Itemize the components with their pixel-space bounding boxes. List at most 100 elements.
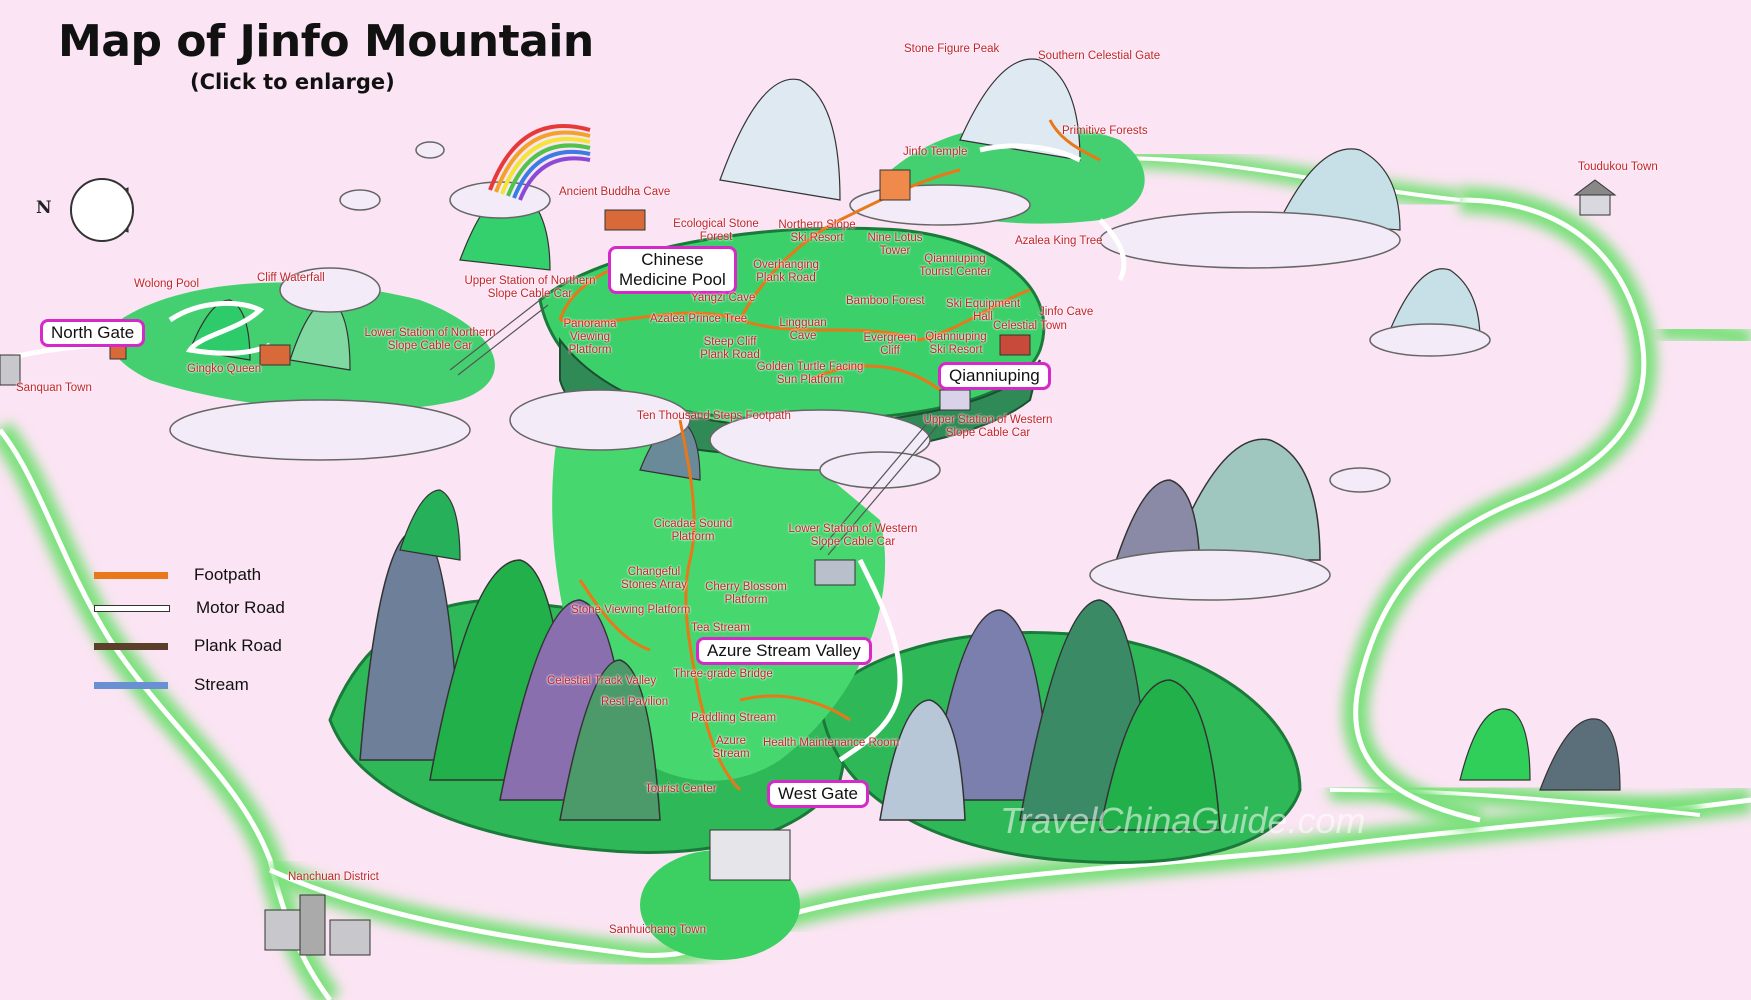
place-label: Cherry Blossom Platform [705, 581, 787, 607]
place-label-line: Slope Cable Car [487, 288, 573, 300]
place-label-line: Upper Station of Northern [464, 275, 596, 287]
place-label: Cicadae Sound Platform [654, 518, 733, 544]
place-label: Toudukou Town [1578, 161, 1658, 173]
highlight-west-gate[interactable]: West Gate [767, 780, 869, 808]
legend-swatch-footpath [94, 571, 168, 579]
place-label: Azure Stream [712, 735, 749, 761]
place-label: Yangzi Cave [691, 292, 756, 304]
legend-label: Plank Road [194, 636, 282, 655]
place-label-line: Stream [712, 748, 750, 760]
place-label: Evergreen Cliff [863, 332, 916, 358]
legend-label: Stream [194, 675, 249, 694]
place-label: Lower Station of Northern Slope Cable Ca… [364, 327, 495, 353]
compass-rose [70, 178, 134, 242]
place-label: Southern Celestial Gate [1038, 50, 1161, 62]
place-label: Bamboo Forest [846, 295, 925, 307]
place-label-line: Ski Equipment [945, 298, 1021, 310]
place-label-line: Plank Road [700, 349, 760, 361]
place-label: Jinfo Temple [903, 146, 968, 158]
map-title: Map of Jinfo Mountain [58, 16, 594, 67]
place-label: Upper Station of Northern Slope Cable Ca… [464, 275, 595, 301]
place-label-line: Cherry Blossom [705, 581, 787, 593]
place-label: Lower Station of Western Slope Cable Car [789, 523, 918, 549]
place-label: Northern Slope Ski Resort [778, 219, 855, 245]
place-label: Changeful Stones Array [621, 566, 687, 592]
legend-swatch-plank-road [94, 642, 168, 650]
place-label: Sanhuichang Town [609, 924, 706, 936]
place-label: Overhanging Plank Road [753, 259, 819, 285]
rainbow-decoration [488, 124, 591, 201]
place-label: Sanquan Town [16, 382, 92, 394]
place-label-line: Slope Cable Car [945, 427, 1031, 439]
place-label: Golden Turtle Facing Sun Platform [757, 361, 864, 387]
place-label: Ecological Stone Forest [673, 218, 759, 244]
place-label: Gingko Queen [187, 363, 262, 375]
map-subtitle-link[interactable]: (Click to enlarge) [190, 70, 395, 94]
legend-row-stream: Stream [94, 673, 249, 697]
place-label-line: Qianniuping [925, 331, 987, 343]
highlight-chinese-medicine-pool[interactable]: Chinese Medicine Pool [608, 246, 737, 294]
watermark: TravelChinaGuide.com [1000, 800, 1366, 841]
legend-label: Footpath [194, 565, 262, 584]
place-label: Ancient Buddha Cave [559, 186, 671, 198]
place-label: Rest Pavilion [601, 696, 669, 708]
place-label-line: Tower [879, 245, 911, 257]
place-label-line: Ski Resort [929, 344, 983, 356]
place-label: Ski Equipment Hall [946, 298, 1020, 324]
place-label: Primitive Forests [1062, 125, 1148, 137]
highlight-qianniuping[interactable]: Qianniuping [938, 362, 1051, 390]
place-label: Upper Station of Western Slope Cable Car [924, 414, 1053, 440]
place-label-line: Slope Cable Car [387, 340, 473, 352]
legend-row-footpath: Footpath [94, 563, 261, 587]
place-label: Celestial Town [993, 320, 1067, 332]
place-label: Paddling Stream [691, 712, 777, 724]
place-label-line: Stones Array [621, 579, 687, 591]
place-label: Tourist Center [645, 783, 717, 795]
legend-row-plank-road: Plank Road [94, 634, 282, 658]
place-label-line: Platform [724, 594, 768, 606]
place-label: Qianniuping Tourist Center [919, 253, 991, 279]
place-label-line: Nine Lotus [867, 232, 923, 244]
place-label-line: Cave [789, 330, 817, 342]
place-label: Jinfo Cave [1039, 306, 1094, 318]
place-label-line: Sun Platform [776, 374, 844, 386]
cable-car-lines [449, 299, 939, 556]
place-label: Wolong Pool [134, 278, 199, 290]
place-label-line: Northern Slope [778, 219, 856, 231]
place-label: Celestial Track Valley [547, 675, 657, 687]
place-label-line: Lower Station of Western [788, 523, 918, 535]
place-label: Azalea Prince Tree [650, 313, 748, 325]
mountains [189, 58, 1621, 831]
highlight-north-gate[interactable]: North Gate [40, 319, 146, 347]
place-label: Tea Stream [691, 622, 750, 634]
legend-row-motor-road: Motor Road [94, 596, 285, 620]
place-label-line: Ecological Stone [673, 218, 759, 230]
place-label-line: Qianniuping [924, 253, 986, 265]
buildings [0, 169, 1617, 956]
place-label: Stone Figure Peak [904, 43, 1000, 55]
place-label: Stone Viewing Platform [571, 604, 691, 616]
place-label-line: Ski Resort [790, 232, 844, 244]
place-label-line: Steep Cliff [703, 336, 757, 348]
place-label-line: Lingguan [779, 317, 827, 329]
place-label-line: Cliff [880, 345, 900, 357]
place-label: Panorama Viewing Platform [563, 318, 616, 357]
place-label-line: Platform [671, 531, 715, 543]
compass-north-label: N [36, 198, 52, 218]
legend-swatch-motor-road [94, 604, 170, 612]
legend-label: Motor Road [196, 598, 285, 617]
place-label-line: Azure [715, 735, 747, 747]
place-label: Cliff Waterfall [257, 272, 325, 284]
place-label: Nanchuan District [288, 871, 379, 883]
place-label-line: Platform [568, 344, 612, 356]
place-label: Azalea King Tree [1015, 235, 1103, 247]
place-label-line: Overhanging [753, 259, 819, 271]
place-label: Nine Lotus Tower [868, 232, 923, 258]
highlight-azure-stream-valley[interactable]: Azure Stream Valley [696, 637, 872, 665]
place-label-line: Plank Road [756, 272, 816, 284]
place-label-line: Evergreen [863, 332, 917, 344]
clouds [169, 141, 1491, 601]
place-label-line: Panorama [563, 318, 617, 330]
